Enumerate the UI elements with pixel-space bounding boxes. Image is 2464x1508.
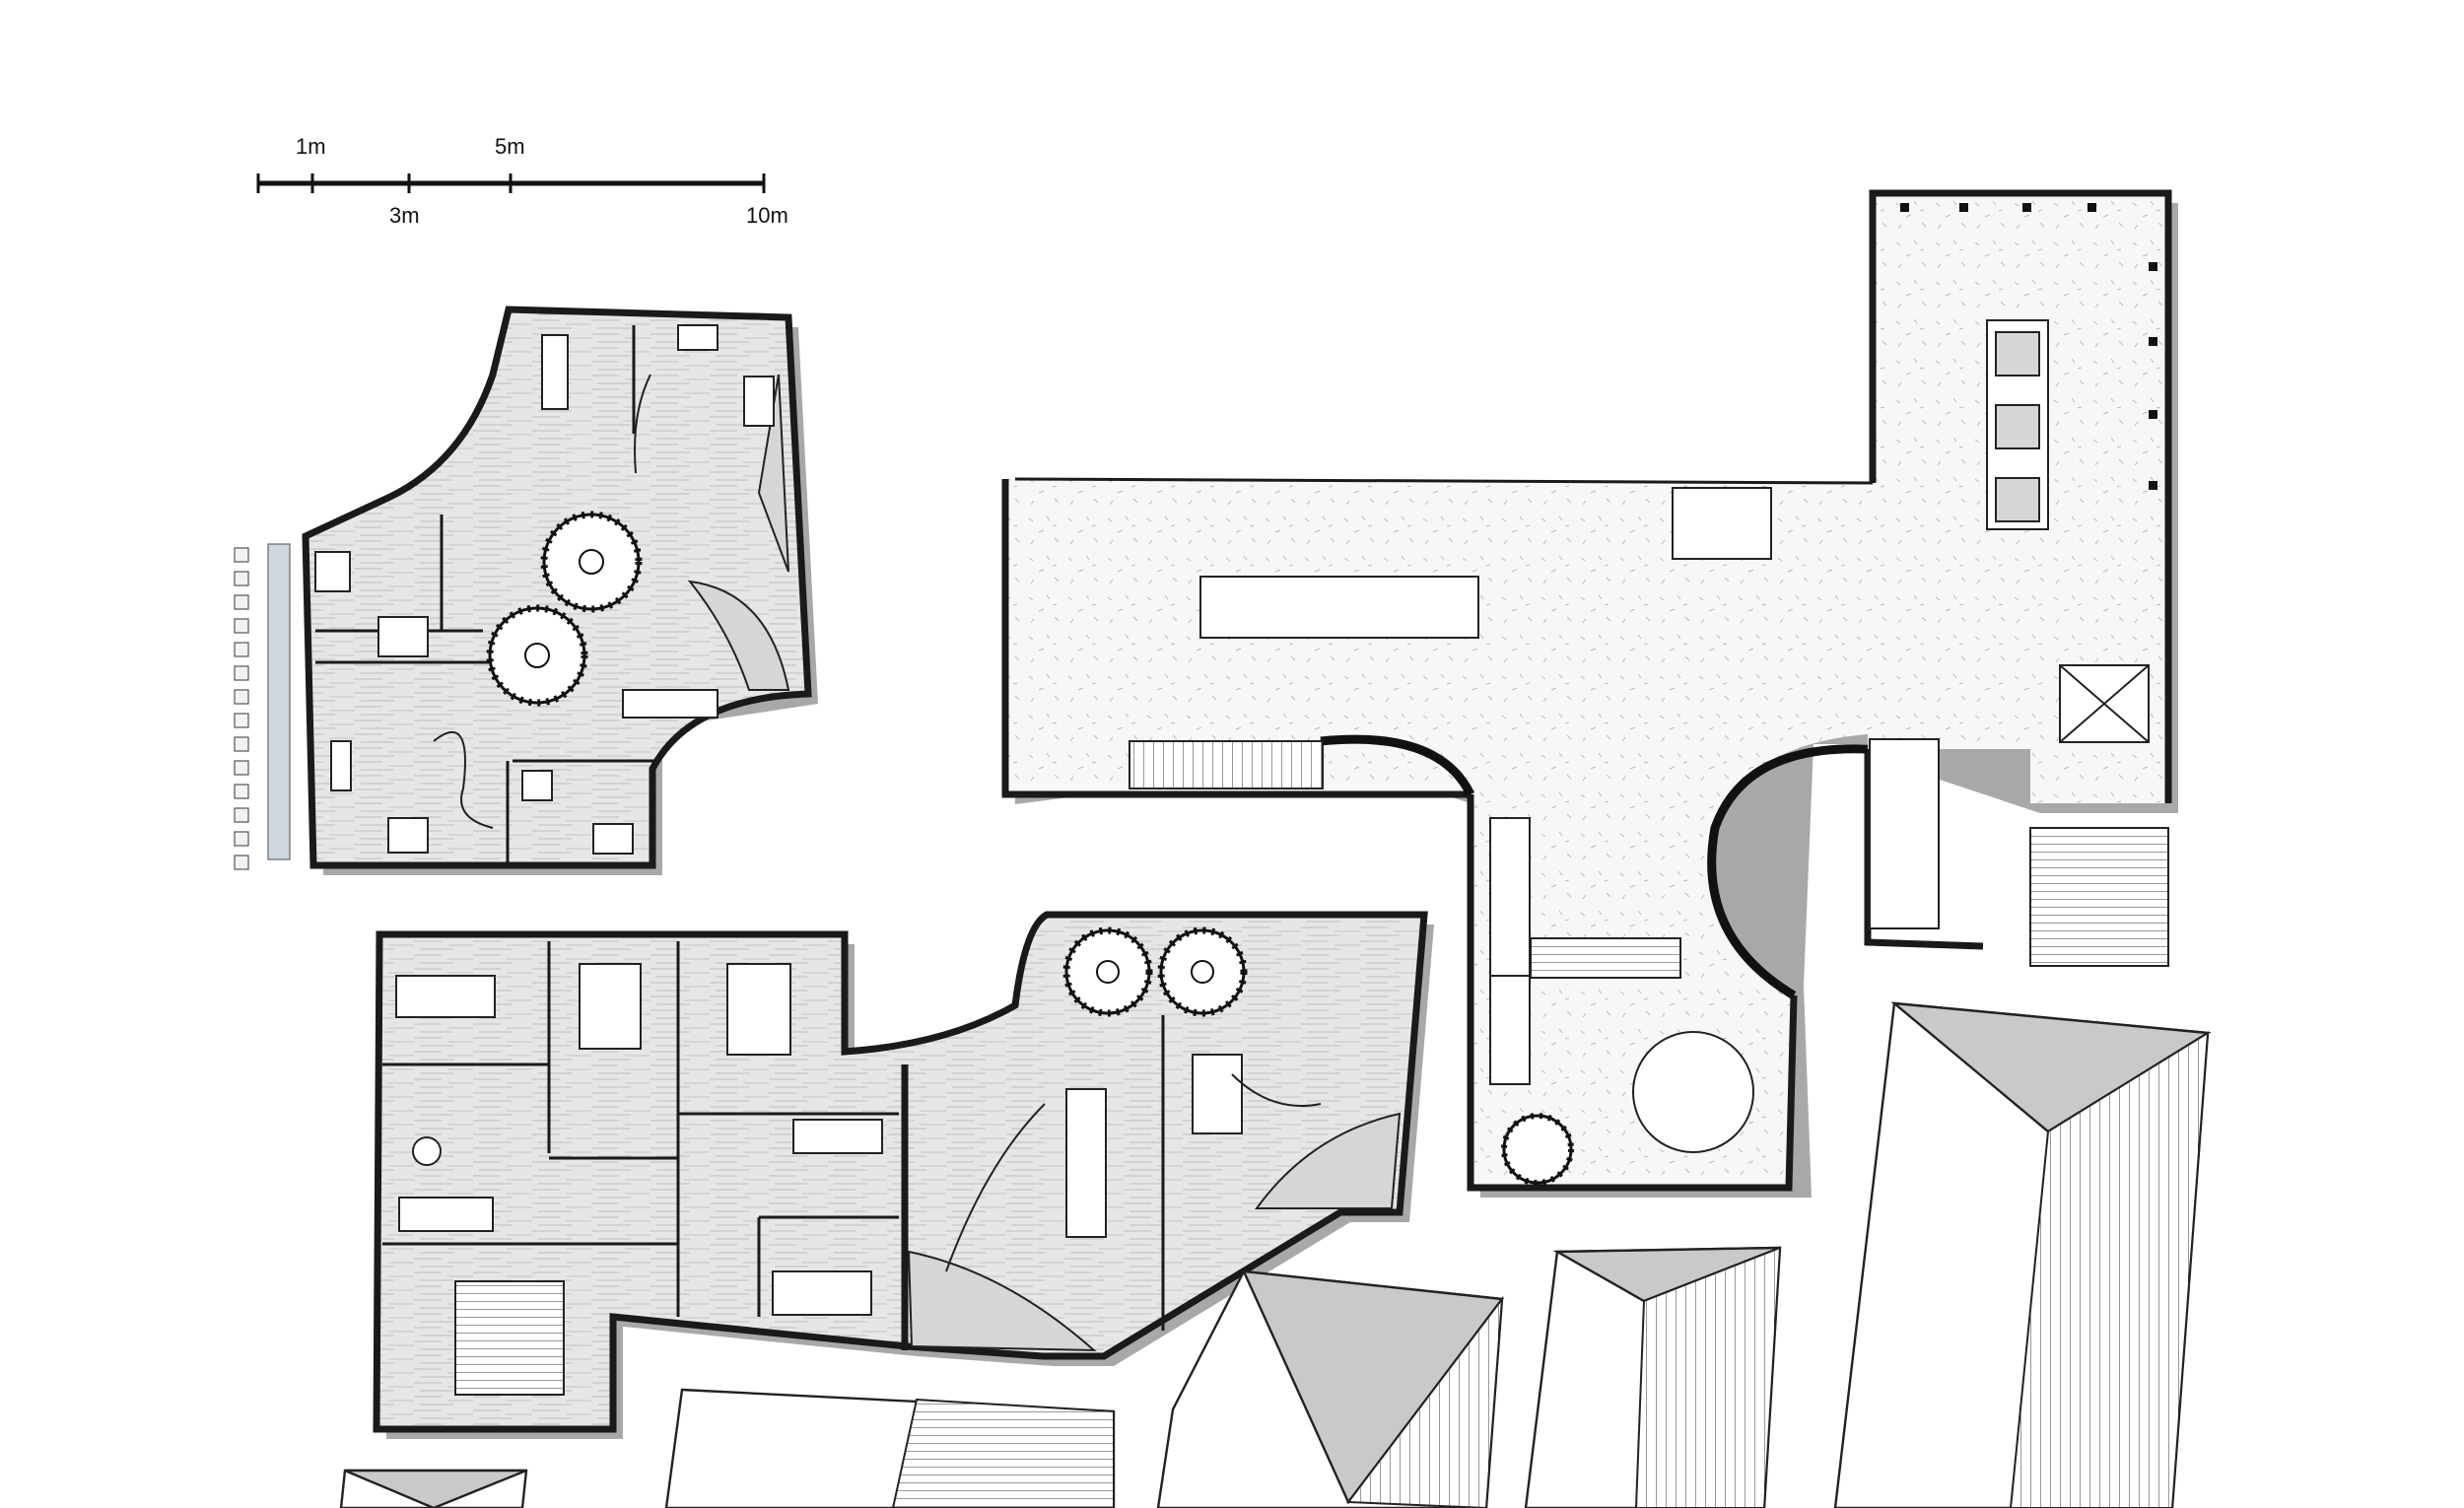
- scale-bar: 1m 3m 5m 10m: [256, 134, 788, 228]
- scale-label-5m: 5m: [495, 134, 525, 159]
- scale-label-10m: 10m: [746, 203, 788, 228]
- scale-label-1m: 1m: [296, 134, 326, 159]
- neighbouring-roofs: [339, 1001, 2212, 1508]
- upper-left-apartment: [234, 306, 818, 875]
- roof-terrace: [1001, 189, 2178, 1198]
- lower-left-apartment: [373, 911, 1434, 1439]
- scale-label-3m: 3m: [389, 203, 420, 228]
